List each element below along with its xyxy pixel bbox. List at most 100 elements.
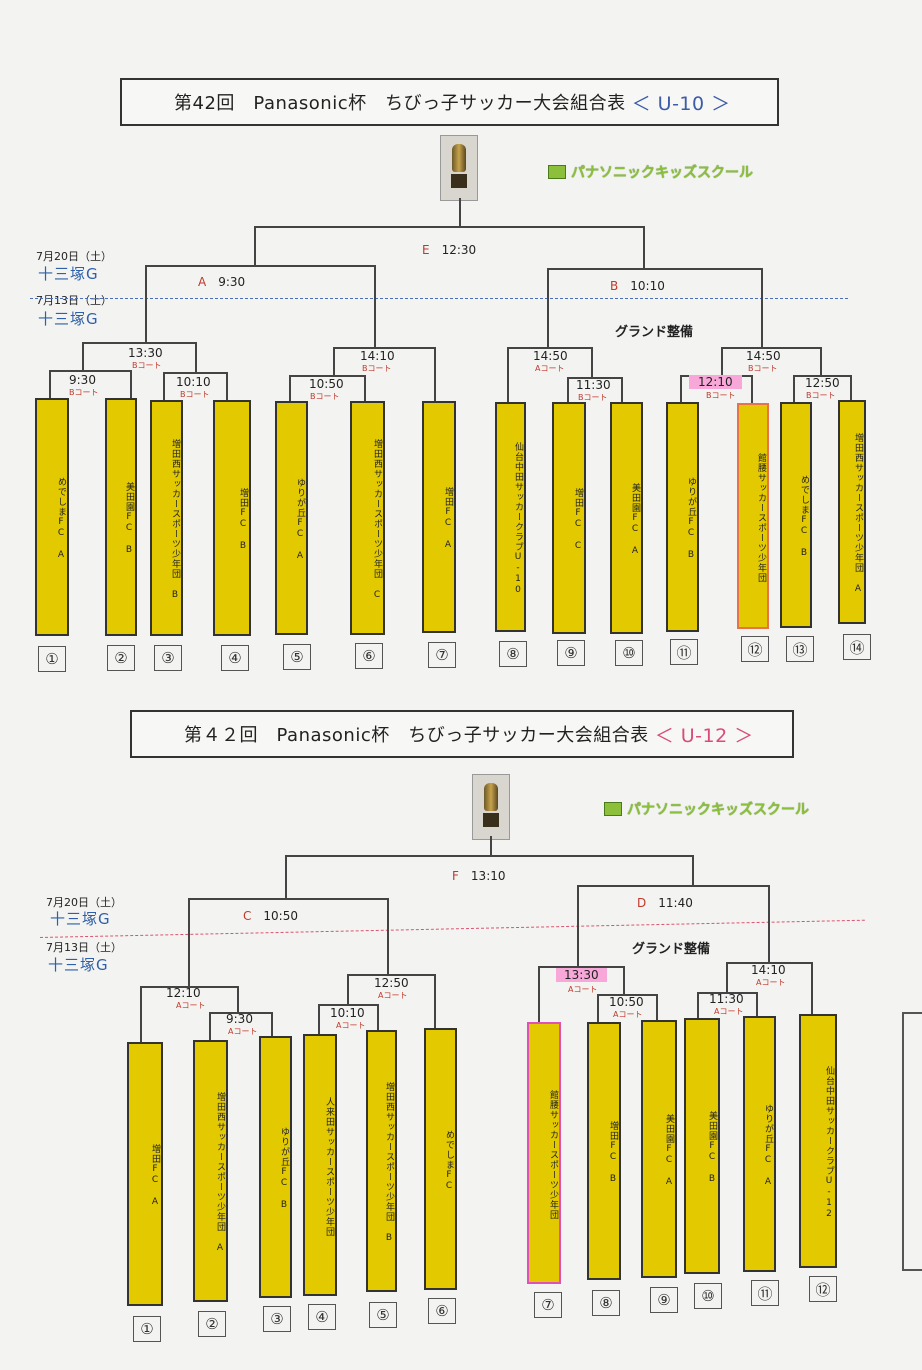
u12-venue-2: 十三塚G [48, 956, 109, 974]
bracket-line [140, 986, 238, 988]
bracket-line [697, 992, 757, 994]
bracket-line [811, 962, 813, 1016]
u10-match-time: 11:30 [576, 378, 611, 392]
u10-match-court: Bコート [180, 390, 210, 399]
bracket-line [726, 962, 812, 964]
u10-match-time-highlighted: 12:10 [689, 375, 742, 389]
u12-team-1: 増田FC A [127, 1042, 163, 1306]
u12-team-12: 仙台中田サッカークラブU-12 [799, 1014, 837, 1268]
bracket-line [538, 966, 540, 1022]
bracket-line [697, 992, 699, 1018]
u10-trophy-icon [440, 135, 478, 201]
u10-final-label: E 12:30 [422, 243, 477, 257]
bracket-line [347, 974, 349, 1004]
u12-team-9: 美田園FC A [641, 1020, 677, 1278]
u12-seed-number: ② [198, 1311, 226, 1337]
u12-match-court: Aコート [336, 1021, 366, 1030]
u10-seed-number: ⑦ [428, 642, 456, 668]
u12-match-court: Aコート [714, 1007, 744, 1016]
bracket-line [318, 1004, 320, 1034]
bracket-line [577, 885, 769, 887]
bracket-line [850, 375, 852, 402]
u10-team-1: めでしまFC A [35, 398, 69, 636]
bracket-line [130, 370, 132, 398]
u10-match-time: 10:10 [176, 375, 211, 389]
u12-match-court: Aコート [613, 1010, 643, 1019]
bracket-line [761, 268, 763, 347]
u12-logo-text: パナソニックキッズスクール [627, 802, 809, 818]
panasonic-logo-icon [604, 802, 622, 816]
bracket-line [547, 268, 549, 347]
u10-team-3: 増田西サッカースポーツ少年団 B [150, 400, 183, 636]
u12-match-court: Aコート [176, 1001, 206, 1010]
u10-match-court: Bコート [578, 393, 608, 402]
u12-match-time: 10:50 [609, 995, 644, 1009]
u12-match-time: 14:10 [751, 963, 786, 977]
u12-team-6: めでしまFC [424, 1028, 457, 1290]
u10-seed-number: ③ [154, 645, 182, 671]
u10-seed-number: ⑤ [283, 644, 311, 670]
u12-semi-c-label: C 10:50 [243, 909, 298, 923]
u10-team-4: 増田FC B [213, 400, 251, 636]
u12-title: 第４２回 Panasonic杯 ちびっ子サッカー大会組合表 [184, 725, 649, 746]
u10-match-court: Bコート [748, 364, 778, 373]
u10-team-9: 増田FC C [552, 402, 586, 634]
u12-seed-number: ⑦ [534, 1292, 562, 1318]
u10-venue-1: 十三塚G [38, 265, 99, 283]
u12-venue-1: 十三塚G [50, 910, 111, 928]
bracket-line [374, 265, 376, 347]
u10-date-2: 7月13日（土） [36, 294, 112, 307]
bracket-line [726, 962, 728, 992]
u10-team-12: 館腰サッカースポーツ少年団 [737, 403, 769, 629]
u12-match-time: 12:50 [374, 976, 409, 990]
u10-seed-number: ① [38, 646, 66, 672]
u10-team-7: 増田FC A [422, 401, 456, 633]
u10-team-8: 仙台中田サッカークラブU-10 [495, 402, 526, 632]
page-edge-bracket [902, 1012, 922, 1271]
u12-trophy-icon [472, 774, 510, 840]
u12-day-divider [39, 919, 865, 938]
u10-seed-number: ⑧ [499, 641, 527, 667]
bracket-line [289, 375, 291, 401]
u10-team-10: 美田園FC A [610, 402, 643, 634]
bracket-line [271, 1012, 273, 1038]
u12-match-court: Aコート [228, 1027, 258, 1036]
bracket-line [793, 375, 851, 377]
u10-seed-number: ⑥ [355, 643, 383, 669]
u12-seed-number: ⑧ [592, 1290, 620, 1316]
u12-sponsor-logo: パナソニックキッズスクール [604, 799, 809, 819]
bracket-line [434, 974, 436, 1028]
bracket-line [756, 992, 758, 1016]
u10-team-11: ゆりが丘FC B [666, 402, 699, 632]
bracket-line [721, 347, 723, 375]
u10-match-time: 13:30 [128, 346, 163, 360]
bracket-line [145, 265, 147, 342]
u12-seed-number: ④ [308, 1304, 336, 1330]
bracket-line [459, 198, 461, 226]
u12-team-2: 増田西サッカースポーツ少年団 A [193, 1040, 228, 1302]
u10-seed-number: ④ [221, 645, 249, 671]
u10-seed-number: ⑭ [843, 634, 871, 660]
bracket-line [364, 375, 366, 401]
u12-date-1: 7月20日（土） [46, 896, 122, 909]
bracket-line [163, 372, 227, 374]
u10-sponsor-logo: パナソニックキッズスクール [548, 162, 753, 182]
bracket-line [692, 855, 694, 885]
u12-seed-number: ③ [263, 1306, 291, 1332]
u10-match-court: Aコート [535, 364, 565, 373]
bracket-line [209, 1012, 272, 1014]
u10-match-court: Bコート [806, 391, 836, 400]
bracket-line [597, 994, 599, 1022]
u12-seed-number: ① [133, 1316, 161, 1342]
u12-ground-note: グランド整備 [632, 942, 711, 957]
u12-team-5: 増田西サッカースポーツ少年団 B [366, 1030, 397, 1292]
u12-seed-number: ⑨ [650, 1287, 678, 1313]
u10-date-1: 7月20日（土） [36, 250, 112, 263]
bracket-line [285, 855, 287, 899]
bracket-line [49, 370, 131, 372]
u12-team-10: 美田園FC B [684, 1018, 720, 1274]
bracket-line [377, 1004, 379, 1030]
u12-seed-number: ⑪ [751, 1280, 779, 1306]
u10-semi-b-label: B 10:10 [610, 279, 665, 293]
bracket-line [82, 342, 84, 370]
